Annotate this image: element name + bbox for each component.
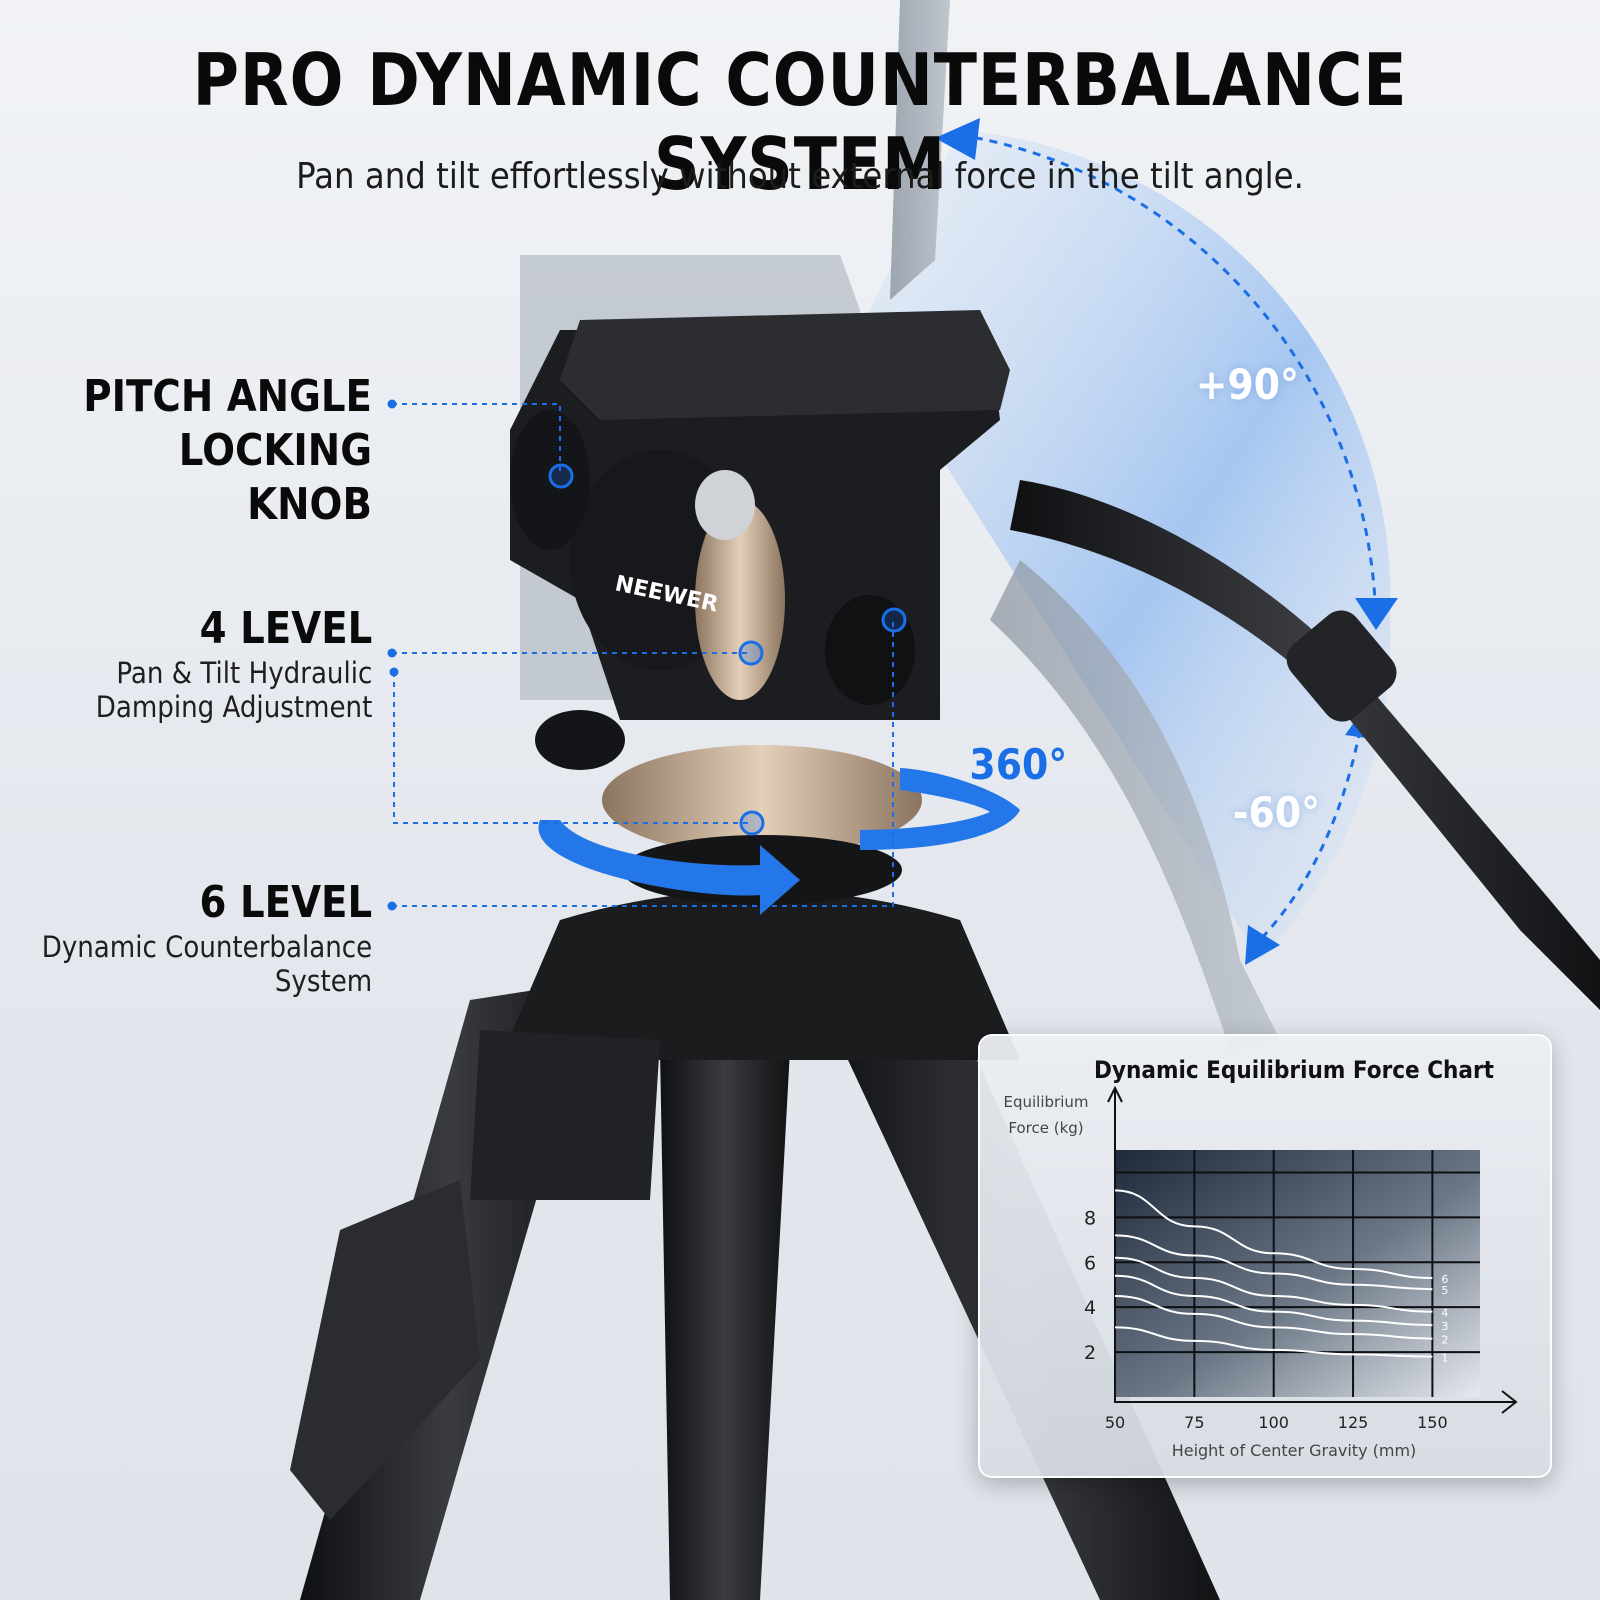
callout-leaders — [392, 403, 894, 907]
rosette-knob — [695, 470, 755, 540]
pan-lock-knob — [535, 710, 625, 770]
force-chart: Dynamic Equilibrium Force Chart Equilibr… — [1004, 1057, 1518, 1460]
pan-rotation-arrow-return — [860, 768, 1020, 850]
chart-axes — [1114, 1088, 1516, 1403]
handle-grip — [1286, 610, 1397, 722]
callout-pitch-lock: PITCH ANGLE LOCKING KNOB — [0, 370, 372, 532]
pan-handle — [1010, 480, 1600, 1010]
tilt-arrow-up-icon — [935, 118, 980, 160]
force-chart-panel: Dynamic Equilibrium Force Chart Equilibr… — [978, 1034, 1552, 1478]
callout-counterbalance-desc-line2: System — [274, 964, 372, 998]
tripod-leg-center — [660, 1050, 790, 1600]
series-label-2: 2 — [1441, 1334, 1448, 1347]
series-line-3 — [1114, 1274, 1433, 1327]
callout-target-rings — [548, 463, 907, 836]
tilt-up-angle-label: +90° — [1195, 360, 1299, 409]
chart-title: Dynamic Equilibrium Force Chart — [1094, 1057, 1494, 1084]
callout-markers — [387, 399, 399, 911]
leg-clamp — [470, 1030, 660, 1200]
page-subtitle: Pan and tilt effortlessly without extern… — [296, 156, 1304, 197]
tilt-arc-lower-dashed — [1253, 729, 1362, 947]
tilt-down-angle-label: -60° — [1232, 788, 1321, 837]
x-tick-label-75: 75 — [1184, 1413, 1204, 1432]
series-line-6 — [1114, 1189, 1433, 1279]
x-axis-arrow-icon — [1501, 1390, 1518, 1414]
callout-damping-desc-line2: Damping Adjustment — [95, 690, 372, 724]
callout-damping: 4 LEVEL Pan & Tilt Hydraulic Damping Adj… — [65, 602, 372, 724]
ghost-handle-lower — [990, 560, 1280, 1050]
callout-counterbalance-title: 6 LEVEL — [199, 877, 372, 928]
series-label-4: 4 — [1441, 1307, 1448, 1320]
ghost-handle-upper — [890, 0, 950, 300]
y-tick-label-2: 2 — [1084, 1342, 1096, 1364]
series-line-2 — [1114, 1294, 1433, 1340]
callout-counterbalance: 6 LEVEL Dynamic Counterbalance System — [5, 876, 372, 998]
page-title: PRO DYNAMIC COUNTERBALANCE SYSTEM — [192, 38, 1408, 206]
chart-ylabel-line1: Equilibrium — [1004, 1093, 1089, 1111]
series-line-1 — [1114, 1326, 1433, 1358]
y-tick-label-6: 6 — [1084, 1252, 1096, 1274]
series-label-6: 6 — [1441, 1273, 1448, 1286]
y-tick-label-8: 8 — [1084, 1207, 1096, 1229]
callout-pitch-title-line1: PITCH ANGLE — [83, 371, 372, 422]
y-axis-arrow-icon — [1107, 1085, 1123, 1103]
callout-counterbalance-desc-line1: Dynamic Counterbalance — [41, 930, 372, 964]
x-tick-label-50: 50 — [1105, 1413, 1125, 1432]
pan-angle-label: 360° — [969, 740, 1068, 789]
chart-xlabel: Height of Center Gravity (mm) — [1172, 1441, 1417, 1460]
x-tick-label-150: 150 — [1417, 1413, 1448, 1432]
y-tick-label-4: 4 — [1084, 1297, 1096, 1319]
tilt-arrow-down-icon — [1355, 598, 1398, 630]
x-tick-label-100: 100 — [1258, 1413, 1289, 1432]
callout-pitch-title-line2: LOCKING KNOB — [178, 425, 372, 530]
tripod-flat-base — [500, 890, 1020, 1060]
series-line-5 — [1114, 1234, 1433, 1291]
pan-rotation-arrow — [538, 820, 800, 915]
leg-lock-left — [290, 1180, 480, 1520]
pan-base-ring — [602, 745, 922, 855]
series-label-1: 1 — [1441, 1352, 1448, 1365]
tilt-lower-arrow-down-icon — [1245, 925, 1280, 965]
chart-ylabel-line2: Force (kg) — [1008, 1119, 1083, 1137]
x-tick-label-125: 125 — [1338, 1413, 1369, 1432]
series-line-4 — [1114, 1256, 1433, 1313]
callout-damping-desc-line1: Pan & Tilt Hydraulic — [116, 656, 372, 690]
quick-release-plate — [560, 310, 1010, 420]
tilt-arc-dashed — [959, 133, 1377, 601]
series-label-5: 5 — [1441, 1284, 1448, 1297]
callout-damping-title: 4 LEVEL — [199, 603, 372, 654]
series-label-3: 3 — [1441, 1320, 1448, 1333]
